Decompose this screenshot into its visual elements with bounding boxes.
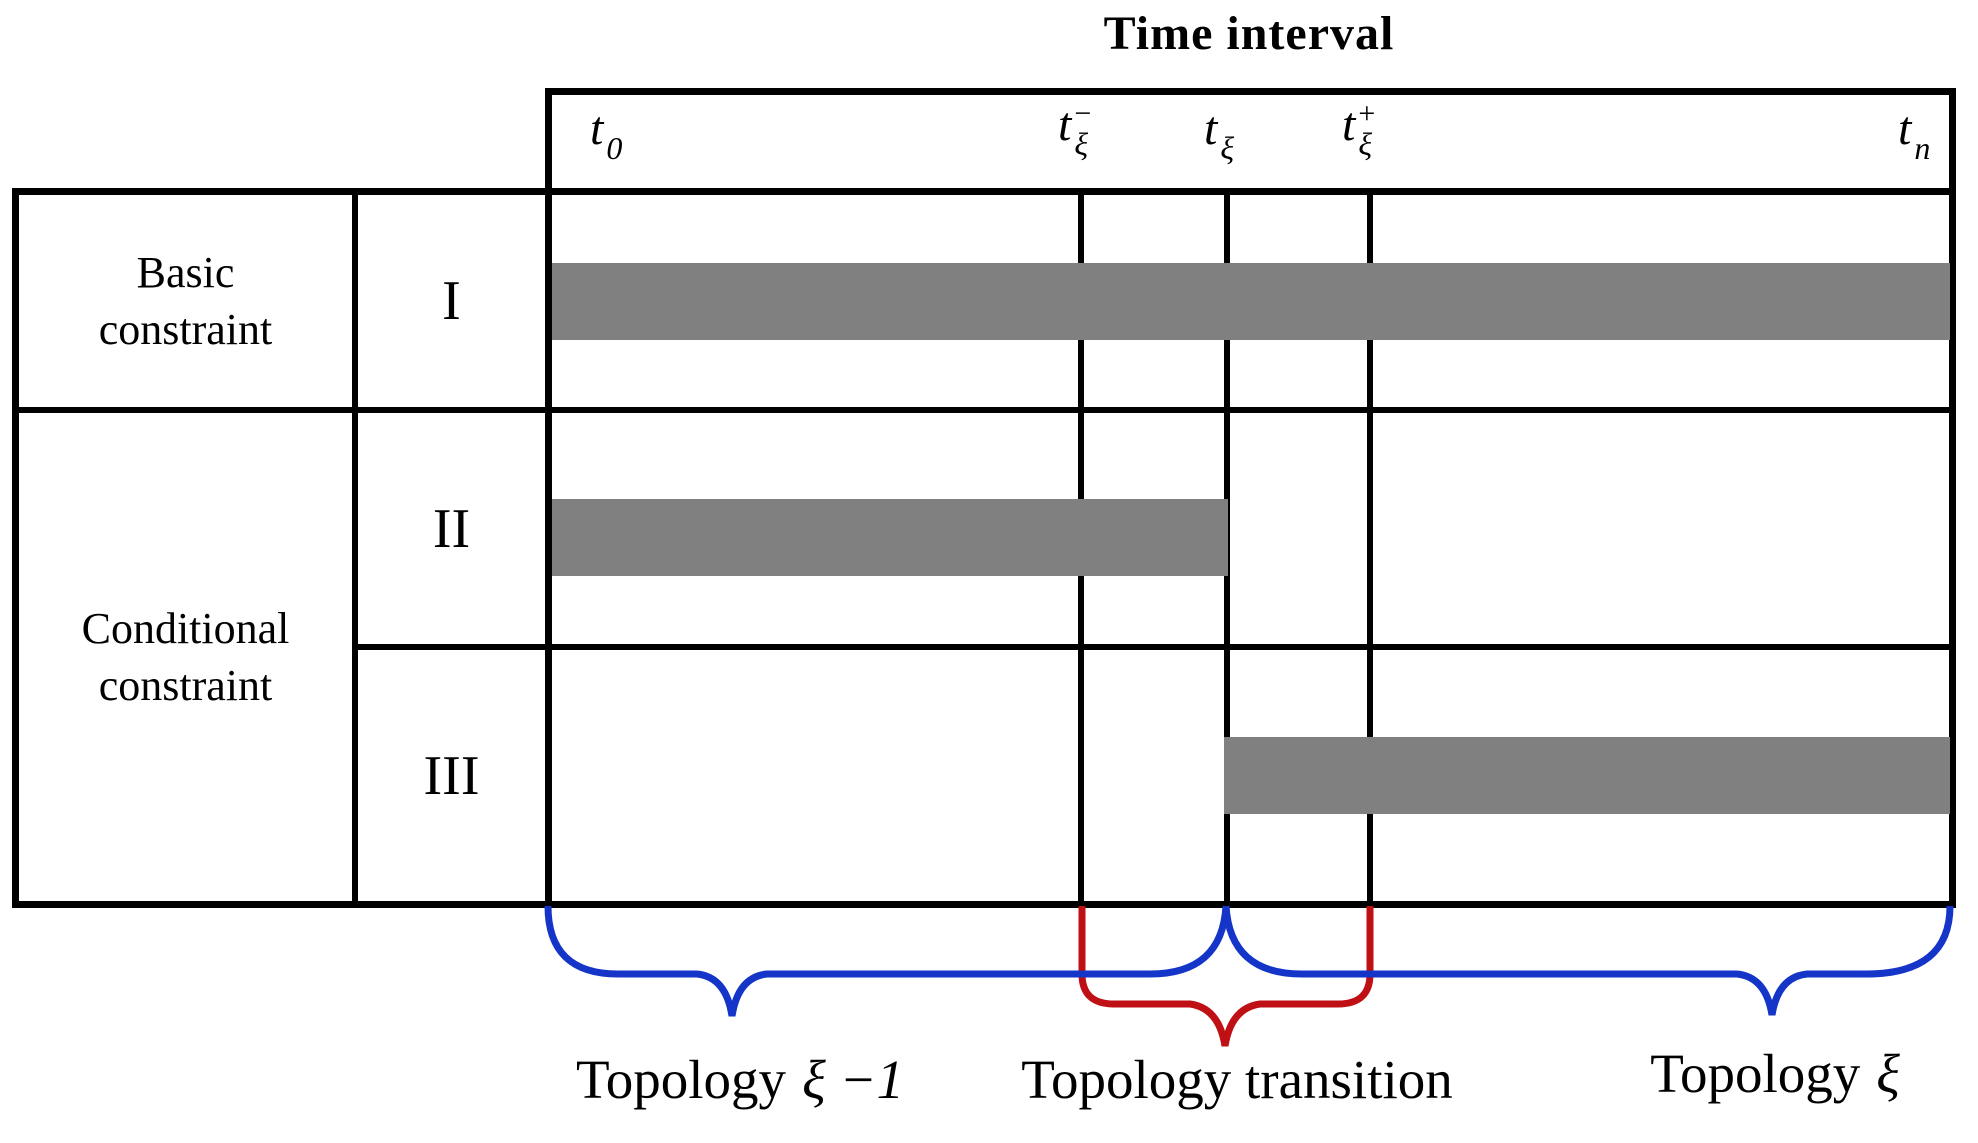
t0-sub: 0	[606, 130, 623, 166]
brace-topology-transition	[1078, 906, 1374, 1047]
bar-row-II	[552, 499, 1228, 576]
label-topology-xi-minus-1-math: ξ −1	[802, 1049, 904, 1110]
axis-label-tn: t n	[1898, 98, 1930, 184]
basic-constraint-line2: constraint	[98, 305, 273, 354]
conditional-constraint-line1: Conditional	[81, 604, 290, 653]
row-mark-I: I	[442, 270, 461, 332]
t-xi-plus-sup: +	[1358, 97, 1376, 130]
axis-label-t-xi: t ξ	[1204, 98, 1234, 184]
t-xi-minus-sub: ξ	[1074, 126, 1089, 162]
table-left-border	[12, 188, 19, 908]
axis-label-t-xi-minus: t − ξ	[1058, 94, 1091, 180]
table-bottom-line	[12, 901, 1956, 908]
brace-topology-xi-minus-1	[544, 905, 1230, 1017]
page-title: Time interval	[1103, 7, 1395, 60]
t0-symbol: t	[590, 102, 604, 155]
row1-divider-line	[12, 407, 1956, 413]
label-topology-transition-text: Topology transition	[1021, 1049, 1453, 1110]
row-mark-II: II	[432, 497, 471, 560]
label-topology-transition: Topology transition	[990, 1048, 1500, 1111]
axis-label-t0: t 0	[590, 98, 622, 184]
conditional-constraint-line2: constraint	[98, 661, 273, 710]
cell-conditional-constraint: Conditional constraint	[19, 413, 352, 901]
t-xi-plus-symbol: t	[1342, 98, 1356, 151]
table-right-border	[1949, 88, 1956, 908]
label-column-divider	[352, 188, 358, 908]
tn-sub: n	[1914, 130, 1931, 166]
label-topology-xi: Topology ξ	[1590, 1042, 1960, 1105]
t-xi-minus-sup: −	[1074, 97, 1092, 130]
t-xi-sub: ξ	[1220, 130, 1235, 166]
label-topology-xi-text: Topology	[1650, 1043, 1861, 1104]
header-top-line	[545, 88, 1956, 95]
label-topology-xi-math: ξ	[1876, 1043, 1900, 1104]
t-xi-plus-sub: ξ	[1358, 126, 1373, 162]
label-topology-xi-minus-1: Topology ξ −1	[520, 1048, 960, 1111]
label-topology-xi-minus-1-text: Topology	[576, 1049, 787, 1110]
t-xi-symbol: t	[1204, 102, 1218, 155]
table-top-line	[12, 188, 1956, 195]
t-xi-minus-symbol: t	[1058, 98, 1072, 151]
bar-row-I	[552, 263, 1950, 340]
cell-basic-constraint: Basic constraint	[19, 195, 352, 407]
t-xi-plus-gridline	[1367, 188, 1373, 908]
basic-constraint-line1: Basic	[136, 248, 235, 297]
row-mark-III: III	[423, 744, 480, 807]
bar-row-III	[1224, 737, 1950, 814]
axis-label-t-xi-plus: t + ξ	[1342, 94, 1375, 180]
t0-gridline	[545, 88, 552, 908]
row2-divider-line	[352, 644, 1956, 650]
brace-topology-xi	[1222, 905, 1954, 1016]
tn-symbol: t	[1898, 102, 1912, 155]
